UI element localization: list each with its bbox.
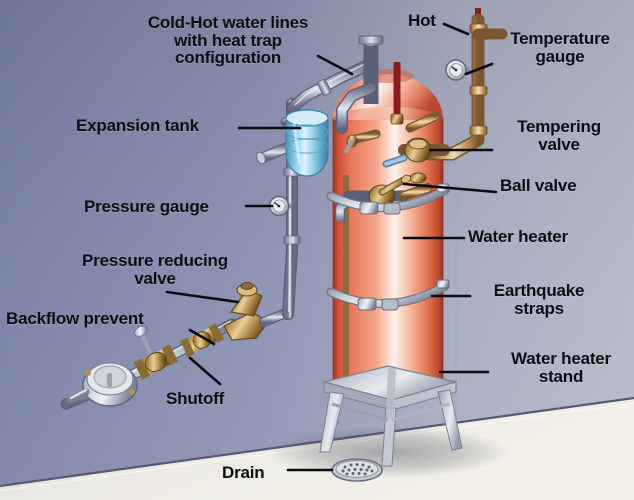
- label-earthquake-straps: Earthquake straps: [493, 281, 585, 318]
- pressure-reducing-valve-body: [223, 281, 293, 341]
- label-water-heater-stand: Water heater stand: [511, 349, 611, 386]
- heat-trap-line: [286, 60, 372, 114]
- label-pressure-reducing-valve: Pressure reducing valve: [82, 251, 228, 288]
- shutoff-valve-body: [133, 325, 179, 380]
- flue-vent-pipe: [336, 35, 384, 134]
- label-cold-hot-water-lines: Cold-Hot water lines with heat trap conf…: [147, 13, 309, 68]
- tank-top-fittings: [344, 111, 441, 154]
- label-backflow-prevent: Backflow prevent: [6, 309, 144, 328]
- label-expansion-tank: Expansion tank: [76, 116, 199, 135]
- temperature-gauge-dial: [445, 59, 470, 81]
- water-meter: [66, 362, 138, 407]
- label-ball-valve: Ball valve: [500, 176, 577, 195]
- label-pressure-gauge: Pressure gauge: [84, 197, 209, 216]
- label-temperature-gauge: Temperature gauge: [510, 29, 610, 66]
- leader-lines: [165, 22, 498, 472]
- label-shutoff: Shutoff: [166, 389, 225, 408]
- backflow-preventer-body: [180, 323, 225, 358]
- label-tempering-valve: Tempering valve: [517, 117, 601, 154]
- label-drain: Drain: [222, 463, 265, 482]
- ball-valve-body: [335, 174, 433, 222]
- label-hot: Hot: [408, 11, 436, 30]
- tpr-relief-pipe: [390, 62, 404, 140]
- expansion-tank-vessel: [280, 109, 329, 177]
- pipe-branch-stub: [256, 140, 296, 165]
- water-heater-stand-platform: [319, 365, 463, 467]
- earthquake-strap-lower: [326, 279, 450, 311]
- label-water-heater: Water heater: [468, 227, 568, 246]
- pressure-gauge-dial: [268, 195, 292, 217]
- floor-drain-grate: [331, 458, 383, 482]
